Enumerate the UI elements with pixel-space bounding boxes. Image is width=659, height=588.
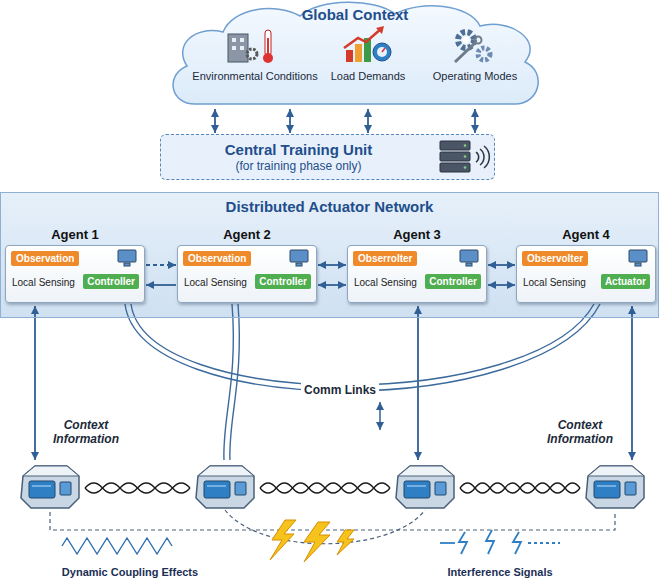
agent-box: Agent 3Local SensingObserrolterControlle… [347,245,487,303]
agent-computer-icons [118,250,647,266]
network-panel: Distributed Actuator NetworkAgent 1 Local… [0,192,659,318]
load-demand-icon [344,26,391,62]
panel-title: Distributed Actuator Network [1,193,658,215]
comm-arrow [318,284,346,286]
interference-signals [440,530,560,554]
agent-heading: Agent 3 [348,227,486,242]
comm-arrow [367,109,369,133]
context-factor-label: Operating Modes [433,70,517,82]
context-factor-label: Environmental Conditions [192,70,317,82]
unit-note: (for training phase only) [235,159,361,173]
controller-tag: Controller [83,274,139,289]
context-cloud: Global Context [165,0,545,108]
sensing-text: Local Sensing [184,277,247,288]
sensing-text: Local Sensing [354,277,417,288]
agent-heading: Agent 4 [517,227,655,242]
context-info-label: Context Information [46,418,126,446]
comm-arrow [146,284,176,286]
lightning-bolts [270,520,354,562]
controller-tag: Controller [255,274,311,289]
cloud-title: Global Context [165,6,545,23]
observation-text: Observolter [522,251,588,266]
sensing-text: Local Sensing [523,277,586,288]
coupling-spring [62,538,172,554]
comm-arrow [488,284,515,286]
observation-tag: Observation [183,251,251,266]
dashed-coupling-line [50,512,615,530]
agent-box: Agent 4Local SensingObservolterActuator [516,245,656,303]
context-arrows [35,306,632,460]
operating-modes-icon [455,32,490,62]
controller-tag: Actuator [601,274,650,289]
context-info-label: Context Information [540,418,620,446]
observation-text: Observation [183,251,251,266]
controller-text: Controller [425,274,481,289]
comm-arrow [318,264,346,266]
comm-link-curves [125,304,600,460]
observation-tag: Observolter [522,251,588,266]
agent-heading: Agent 1 [6,227,144,242]
environment-icon [228,30,273,63]
effect-label: Dynamic Coupling Effects [62,566,198,578]
comm-links-label: Comm Links [301,383,379,397]
agent-heading: Agent 2 [178,227,316,242]
server-icon [440,141,489,172]
observation-tag: Observation [11,251,79,266]
controller-text: Actuator [601,274,650,289]
actuator-devices [21,466,644,508]
context-factor-label: Load Demands [331,70,406,82]
agent-box: Agent 1Local SensingObservationControlle… [5,245,145,303]
controller-text: Controller [83,274,139,289]
observation-text: Obserrolter [353,251,417,266]
controller-text: Controller [255,274,311,289]
observation-text: Observation [11,251,79,266]
effect-label: Interference Signals [447,566,552,578]
unit-title: Central Training Unit [225,141,373,158]
training-unit-box: Central Training Unit(for training phase… [160,134,495,180]
comm-arrow [488,264,515,266]
comm-arrow [289,109,291,133]
sensing-text: Local Sensing [12,277,75,288]
comm-arrow [214,109,216,133]
controller-tag: Controller [425,274,481,289]
comm-arrow [474,109,476,133]
panel-ground [0,192,659,318]
observation-tag: Obserrolter [353,251,417,266]
coupling-wires [85,483,580,493]
agent-box: Agent 2Local SensingObservationControlle… [177,245,317,303]
comm-arrow [146,264,176,266]
